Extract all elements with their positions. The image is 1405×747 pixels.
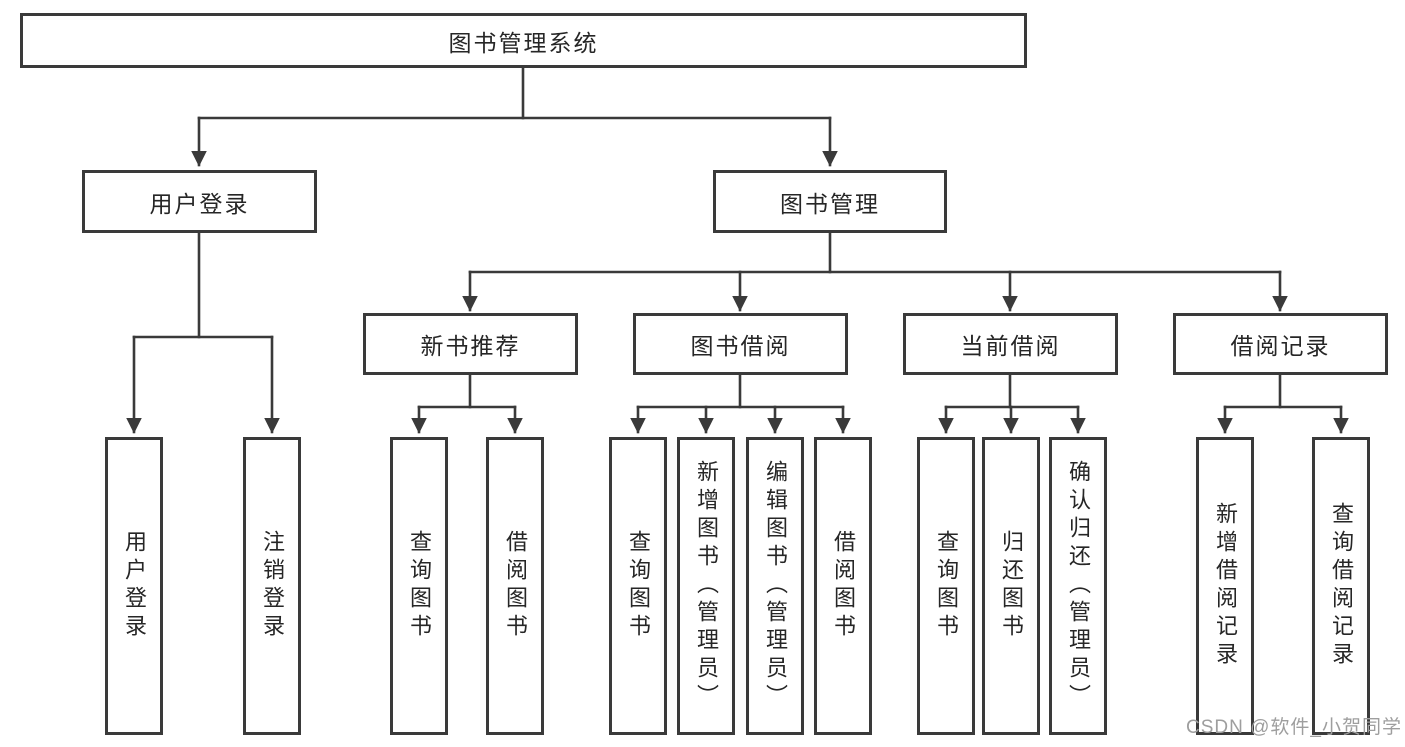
leaf-logout: 注销登录	[243, 437, 301, 735]
leaf-add-borrow-record: 新增借阅记录	[1196, 437, 1254, 735]
leaf-label: 借阅图书	[831, 530, 856, 642]
csdn-watermark: CSDN @软件_小贺同学	[1186, 717, 1402, 738]
leaf-query-borrow-record: 查询借阅记录	[1312, 437, 1370, 735]
leaf-label: 编辑图书（管理员）	[763, 460, 788, 712]
leaf-query-books-recommend: 查询图书	[390, 437, 448, 735]
leaf-label: 归还图书	[999, 530, 1024, 642]
leaf-add-book-admin: 新增图书（管理员）	[677, 437, 735, 735]
node-new-book-recommendation: 新书推荐	[363, 313, 578, 375]
leaf-user-login: 用户登录	[105, 437, 163, 735]
node-library-management-system: 图书管理系统	[20, 13, 1027, 68]
node-current-borrowing: 当前借阅	[903, 313, 1118, 375]
leaf-confirm-return-admin: 确认归还（管理员）	[1049, 437, 1107, 735]
leaf-label: 查询借阅记录	[1329, 502, 1354, 670]
leaf-label: 用户登录	[122, 530, 147, 642]
leaf-query-books-current: 查询图书	[917, 437, 975, 735]
leaf-label: 新增图书（管理员）	[694, 460, 719, 712]
leaf-label: 新增借阅记录	[1213, 502, 1238, 670]
leaf-label: 查询图书	[934, 530, 959, 642]
node-user-login: 用户登录	[82, 170, 317, 233]
leaf-edit-book-admin: 编辑图书（管理员）	[746, 437, 804, 735]
leaf-borrow-books-borrowing: 借阅图书	[814, 437, 872, 735]
leaf-label: 查询图书	[626, 530, 651, 642]
leaf-label: 借阅图书	[503, 530, 528, 642]
node-book-borrowing: 图书借阅	[633, 313, 848, 375]
leaf-query-books-borrowing: 查询图书	[609, 437, 667, 735]
node-borrowing-records: 借阅记录	[1173, 313, 1388, 375]
leaf-borrow-books-recommend: 借阅图书	[486, 437, 544, 735]
node-book-management: 图书管理	[713, 170, 947, 233]
leaf-return-books: 归还图书	[982, 437, 1040, 735]
leaf-label: 注销登录	[260, 530, 285, 642]
leaf-label: 确认归还（管理员）	[1066, 460, 1091, 712]
leaf-label: 查询图书	[407, 530, 432, 642]
